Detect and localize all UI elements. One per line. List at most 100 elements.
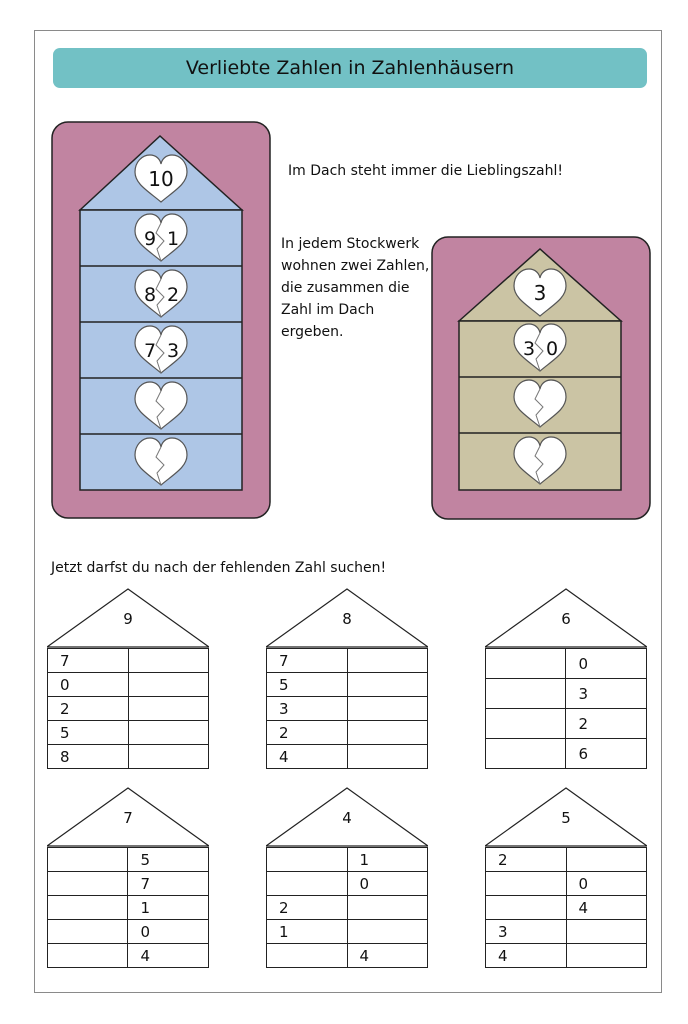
answer-cell-right[interactable]: 0 [565, 871, 647, 896]
answer-cell-left[interactable]: 2 [47, 696, 129, 721]
worksheet-roof-number: 6 [561, 610, 571, 628]
answer-cell-left[interactable]: 2 [266, 895, 348, 920]
answer-cell-right[interactable]: 4 [127, 943, 209, 968]
worksheet-roof-icon [266, 787, 428, 847]
answer-cell-left[interactable]: 7 [266, 648, 348, 673]
answer-cell-left[interactable]: 7 [47, 648, 129, 673]
answer-cell-left[interactable] [484, 738, 567, 769]
answer-cell-right[interactable] [346, 919, 428, 944]
broken-heart-icon [513, 436, 567, 485]
broken-heart-icon [513, 379, 567, 428]
broken-heart-icon: 9 1 [134, 213, 188, 262]
answer-cell-right[interactable]: 0 [565, 648, 647, 679]
answer-cell-left[interactable]: 0 [47, 672, 129, 697]
broken-heart-icon: 3 0 [513, 323, 567, 372]
roof-heart-icon: 10 [134, 154, 188, 203]
broken-heart-icon: 8 2 [134, 269, 188, 318]
table-row: 4 [266, 744, 429, 769]
answer-cell-right[interactable] [565, 847, 647, 872]
answer-cell-right[interactable] [127, 720, 210, 745]
answer-cell-left[interactable] [485, 871, 567, 896]
answer-cell-right[interactable] [127, 744, 210, 769]
floor-right-number: 2 [167, 284, 179, 306]
table-row: 0 [485, 871, 647, 896]
answer-cell-right[interactable] [346, 648, 429, 673]
page-frame [34, 30, 662, 993]
answer-cell-right[interactable]: 2 [565, 708, 647, 739]
title-banner: Verliebte Zahlen in Zahlenhäusern [53, 48, 647, 88]
answer-cell-left[interactable]: 2 [266, 720, 348, 745]
floor-left-number: 7 [144, 340, 156, 362]
broken-heart-icon [134, 437, 188, 486]
answer-cell-right[interactable] [565, 919, 647, 944]
roof-rule-text: Im Dach steht immer die Lieblingszahl! [288, 163, 563, 179]
answer-cell-right[interactable]: 1 [346, 847, 428, 872]
answer-cell-left[interactable] [484, 708, 567, 739]
answer-cell-left[interactable] [484, 648, 567, 679]
answer-cell-right[interactable] [127, 696, 210, 721]
table-row: 0 [46, 919, 209, 944]
answer-cell-right[interactable]: 6 [565, 738, 647, 769]
table-row: 4 [485, 943, 647, 968]
answer-cell-left[interactable]: 4 [485, 943, 567, 968]
table-row: 2 [47, 696, 210, 721]
table-row: 3 [266, 696, 429, 721]
table-row: 3 [484, 678, 647, 709]
answer-cell-right[interactable] [346, 672, 429, 697]
answer-cell-left[interactable] [46, 847, 129, 872]
answer-cell-right[interactable] [346, 744, 429, 769]
table-row: 4 [266, 943, 428, 968]
answer-cell-left[interactable] [46, 871, 129, 896]
answer-cell-left[interactable] [266, 943, 348, 968]
answer-cell-right[interactable]: 0 [127, 919, 209, 944]
answer-cell-right[interactable] [346, 720, 429, 745]
answer-cell-right[interactable]: 4 [346, 943, 428, 968]
answer-cell-left[interactable]: 3 [485, 919, 567, 944]
answer-cell-right[interactable]: 1 [127, 895, 209, 920]
table-row: 7 [46, 871, 209, 896]
floor-left-number: 3 [523, 338, 535, 360]
worksheet-roof-icon [47, 787, 209, 847]
answer-cell-right[interactable] [127, 672, 210, 697]
table-row: 5 [266, 672, 429, 697]
answer-cell-right[interactable] [565, 943, 647, 968]
worksheet-roof-number: 5 [561, 809, 571, 827]
answer-cell-right[interactable]: 0 [346, 871, 428, 896]
table-row: 7 [266, 648, 429, 673]
task-instruction: Jetzt darfst du nach der fehlenden Zahl … [51, 560, 387, 576]
table-row: 0 [484, 648, 647, 679]
answer-cell-left[interactable]: 2 [485, 847, 567, 872]
answer-cell-left[interactable] [484, 678, 567, 709]
worksheet-roof-number: 9 [123, 610, 133, 628]
answer-cell-left[interactable] [266, 847, 348, 872]
table-row: 2 [266, 720, 429, 745]
answer-cell-left[interactable] [46, 943, 129, 968]
answer-cell-left[interactable] [46, 895, 129, 920]
answer-cell-right[interactable] [346, 895, 428, 920]
roof-number: 3 [534, 281, 547, 305]
answer-cell-left[interactable]: 4 [266, 744, 348, 769]
table-row: 5 [46, 847, 209, 872]
answer-cell-left[interactable]: 8 [47, 744, 129, 769]
answer-cell-left[interactable] [266, 871, 348, 896]
answer-cell-right[interactable]: 4 [565, 895, 647, 920]
floor-right-number: 0 [546, 338, 558, 360]
answer-cell-left[interactable]: 5 [266, 672, 348, 697]
answer-cell-left[interactable]: 3 [266, 696, 348, 721]
answer-cell-left[interactable]: 1 [266, 919, 348, 944]
answer-cell-left[interactable]: 5 [47, 720, 129, 745]
broken-heart-icon: 7 3 [134, 325, 188, 374]
table-row: 2 [266, 895, 428, 920]
answer-cell-right[interactable] [127, 648, 210, 673]
answer-cell-left[interactable] [46, 919, 129, 944]
answer-cell-left[interactable] [485, 895, 567, 920]
answer-cell-right[interactable]: 3 [565, 678, 647, 709]
table-row: 7 [47, 648, 210, 673]
worksheet-roof-number: 8 [342, 610, 352, 628]
answer-cell-right[interactable]: 7 [127, 871, 209, 896]
worksheet-floor-table: 5 7 1 0 4 [46, 847, 209, 968]
answer-cell-right[interactable]: 5 [127, 847, 209, 872]
answer-cell-right[interactable] [346, 696, 429, 721]
table-row: 1 [46, 895, 209, 920]
worksheet-roof-number: 4 [342, 809, 352, 827]
